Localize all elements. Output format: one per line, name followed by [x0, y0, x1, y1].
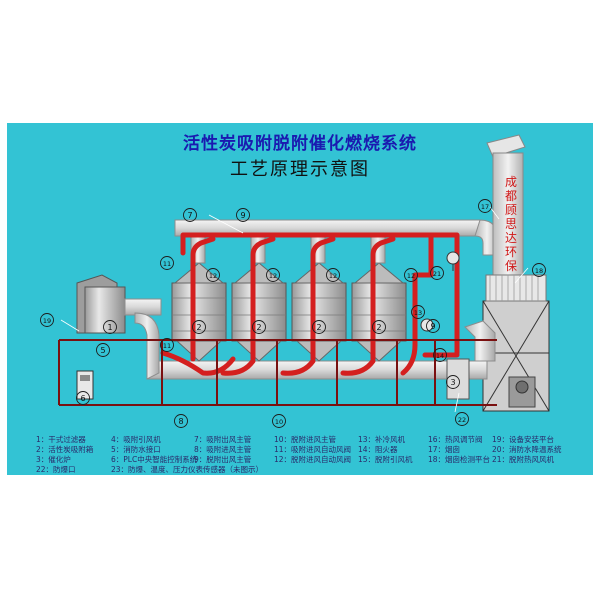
legend-item: 13：补冷风机 [358, 435, 406, 444]
callout-number: 17 [481, 203, 489, 211]
callout-c5: 5 [96, 343, 110, 357]
legend-item: 21：脱附热风风机 [492, 455, 555, 464]
chimney-char: 思 [504, 217, 517, 231]
legend-item: 7：吸附出风主管 [194, 435, 252, 444]
callout-number: 9 [430, 322, 435, 331]
callout-number: 11 [163, 342, 171, 350]
callout-number: 10 [275, 418, 283, 426]
callout-number: 7 [187, 211, 192, 220]
legend-item: 19：设备安装平台 [492, 435, 555, 444]
diagram-subtitle: 工艺原理示意图 [230, 159, 370, 180]
callout-c19: 19 [40, 313, 54, 327]
process-diagram [58, 134, 550, 413]
callout-number: 3 [450, 378, 455, 387]
chimney-char: 保 [504, 259, 517, 273]
callout-c11b: 11 [160, 338, 174, 352]
legend-item: 20：消防水降温系统 [492, 445, 562, 454]
callout-number: 12 [209, 272, 217, 280]
legend-item: 11：吸附进风自动风阀 [274, 445, 352, 454]
legend-item: 4：吸附引风机 [111, 435, 161, 444]
legend-item: 22：防爆口 [36, 465, 76, 474]
callout-c8: 8 [174, 414, 188, 428]
chimney-label: 成都顾思达环保 [503, 175, 519, 273]
callout-number: 2 [196, 323, 201, 332]
callout-c12a: 12 [206, 268, 220, 282]
legend-item: 3：催化炉 [36, 455, 71, 464]
legend-item: 1：干式过滤器 [36, 435, 86, 444]
legend-item: 8：吸附进风主管 [194, 445, 252, 454]
diagram-title: 活性炭吸附脱附催化燃烧系统 [183, 134, 417, 154]
callout-c13: 13 [411, 305, 425, 319]
legend-item: 5：消防水接口 [111, 445, 161, 454]
hot-pipes [160, 232, 460, 376]
chimney-char: 顾 [504, 203, 517, 217]
callout-number: 2 [316, 323, 321, 332]
callout-c9b: 9 [426, 319, 440, 333]
callout-c2d: 2 [372, 320, 386, 334]
callout-number: 9 [240, 211, 245, 220]
callout-c17: 17 [478, 199, 492, 213]
legend-item: 2：活性炭吸附箱 [36, 445, 94, 454]
legend-item: 6：PLC中央智能控制系统 [111, 455, 198, 464]
callout-c14: 14 [433, 348, 447, 362]
callout-c2c: 2 [312, 320, 326, 334]
callout-number: 8 [178, 417, 183, 426]
callout-number: 19 [43, 317, 51, 325]
callout-number: 1 [107, 323, 112, 332]
chimney-cap [486, 134, 526, 158]
callout-number: 2 [256, 323, 261, 332]
callout-c22: 22 [455, 412, 469, 426]
callout-c21: 21 [430, 266, 444, 280]
callout-number: 18 [535, 267, 543, 275]
legend-item: 15：脱附引风机 [358, 455, 413, 464]
callout-number: 5 [100, 346, 105, 355]
legend-item: 18：烟囱检测平台 [428, 455, 491, 464]
callout-number: 22 [458, 416, 466, 424]
adsorb-fan [134, 312, 160, 380]
callout-number: 12 [269, 272, 277, 280]
callout-c7: 7 [183, 208, 197, 222]
callout-number: 14 [436, 352, 444, 360]
legend-item: 12：脱附进风自动风阀 [274, 455, 352, 464]
callout-c18: 18 [532, 263, 546, 277]
callout-c11a: 11 [160, 256, 174, 270]
callout-c10: 10 [272, 414, 286, 428]
chimney-char: 都 [504, 189, 517, 203]
callout-c2b: 2 [252, 320, 266, 334]
equipment-platform [58, 339, 497, 406]
callout-c3: 3 [446, 375, 460, 389]
callout-number: 12 [329, 272, 337, 280]
callout-c12c: 12 [326, 268, 340, 282]
legend-item: 14：阻火器 [358, 445, 398, 454]
legend-item: 9：脱附出风主管 [194, 455, 252, 464]
callout-number: 12 [407, 272, 415, 280]
dry-filter [84, 286, 126, 334]
legend-item: 23：防爆、温度、压力仪表传感器（未图示） [111, 465, 264, 474]
callout-number: 6 [80, 394, 85, 403]
legend-item: 16：热风调节阀 [428, 435, 483, 444]
callout-c12d: 12 [404, 268, 418, 282]
callout-c1: 1 [103, 320, 117, 334]
callout-c6: 6 [76, 391, 90, 405]
callout-c12b: 12 [266, 268, 280, 282]
callout-number: 2 [376, 323, 381, 332]
legend-item: 10：脱附进风主管 [274, 435, 337, 444]
callout-c9a: 9 [236, 208, 250, 222]
callout-number: 21 [433, 270, 441, 278]
chimney-char: 成 [504, 175, 517, 189]
legend-item: 17：烟囱 [428, 445, 461, 454]
chimney-char: 环 [504, 245, 517, 259]
callout-c2a: 2 [192, 320, 206, 334]
callout-number: 11 [163, 260, 171, 268]
chimney-char: 达 [504, 231, 517, 245]
callout-number: 13 [414, 309, 422, 317]
